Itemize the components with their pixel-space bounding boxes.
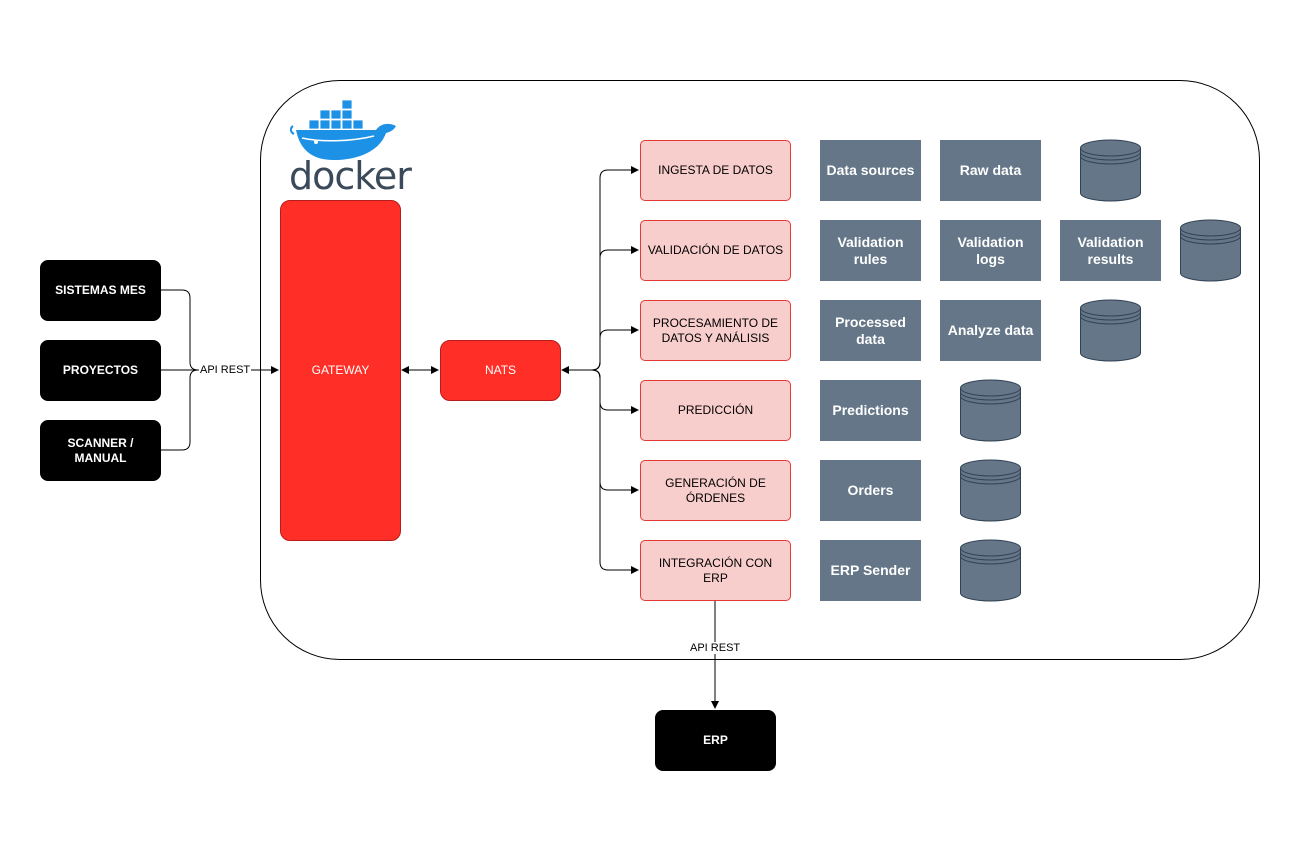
component-raw-data[interactable]: Raw data [940, 140, 1041, 201]
gateway-node[interactable]: GATEWAY [280, 200, 401, 541]
component-orders[interactable]: Orders [820, 460, 921, 521]
edge-label-api-rest-in: API REST [199, 364, 252, 376]
edge-nats-procesamiento [591, 326, 639, 371]
source-scanner-manual[interactable]: SCANNER / MANUAL [40, 420, 161, 481]
service-ingesta[interactable]: INGESTA DE DATOS [640, 140, 791, 201]
source-proyectos[interactable]: PROYECTOS [40, 340, 161, 401]
database-icon [1180, 219, 1241, 282]
component-erp-sender[interactable]: ERP Sender [820, 540, 921, 601]
docker-container [260, 80, 1260, 660]
edge-nats-erp-int [591, 369, 639, 574]
nats-node[interactable]: NATS [440, 340, 561, 401]
service-procesamiento[interactable]: PROCESAMIENTO DE DATOS Y ANÁLISIS [640, 300, 791, 361]
database-icon [960, 539, 1021, 602]
database-icon [1080, 299, 1141, 362]
service-validacion[interactable]: VALIDACIÓN DE DATOS [640, 220, 791, 281]
database-icon [960, 459, 1021, 522]
database-icon [960, 379, 1021, 442]
component-validation-rules[interactable]: Validation rules [820, 220, 921, 281]
database-icon [1080, 139, 1141, 202]
service-prediccion[interactable]: PREDICCIÓN [640, 380, 791, 441]
edge-scanner-gateway [160, 369, 199, 451]
service-integracion-erp[interactable]: INTEGRACIÓN CON ERP [640, 540, 791, 601]
docker-logo-text: docker [289, 154, 412, 198]
component-validation-results[interactable]: Validation results [1060, 220, 1161, 281]
component-processed-data[interactable]: Processed data [820, 300, 921, 361]
component-analyze-data[interactable]: Analyze data [940, 300, 1041, 361]
service-ordenes[interactable]: GENERACIÓN DE ÓRDENES [640, 460, 791, 521]
component-predictions[interactable]: Predictions [820, 380, 921, 441]
component-data-sources[interactable]: Data sources [820, 140, 921, 201]
component-validation-logs[interactable]: Validation logs [940, 220, 1041, 281]
erp-node[interactable]: ERP [655, 710, 776, 771]
docker-whale-icon [290, 99, 396, 160]
source-sistemas-mes[interactable]: SISTEMAS MES [40, 260, 161, 321]
edge-label-api-rest-out: API REST [689, 642, 742, 654]
